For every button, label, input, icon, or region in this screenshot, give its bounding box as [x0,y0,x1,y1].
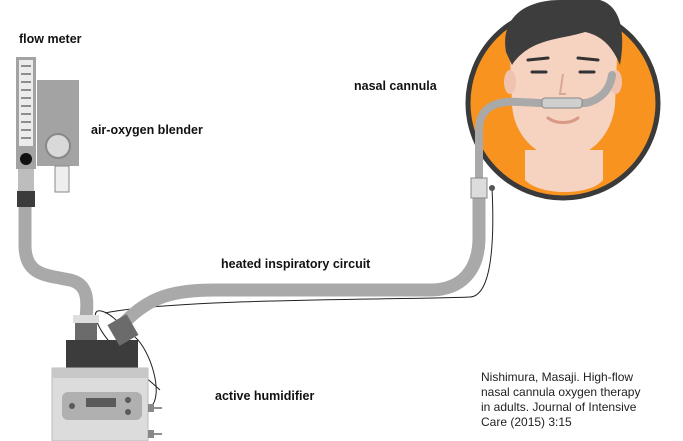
humidifier-port-wire [154,407,162,435]
nasal-cannula-label: nasal cannula [354,79,437,93]
humidifier-button [125,397,131,403]
humidifier-top-band [52,368,148,378]
humidifier-label: active humidifier [215,389,315,403]
humidifier-display [86,398,116,407]
supply-tube [18,198,94,325]
patient-eyebrow-left [526,56,550,62]
humidifier-button [69,403,75,409]
flow-meter-outlet [18,169,34,191]
flow-meter-knob [20,153,32,165]
flow-meter-connector [17,191,35,207]
citation-line: Nishimura, Masaji. High-flow [481,370,634,384]
patient-mouth [546,116,580,124]
humidifier-inlet-cap [73,315,99,323]
humidifier-button [125,409,131,415]
patient-neck [525,150,603,192]
cannula-temp-probe [489,185,495,191]
flow-meter-label: flow meter [19,32,82,46]
patient-nose [558,73,566,95]
patient-hair [505,0,623,65]
blender-dial [45,133,71,159]
cannula-connector [470,177,488,199]
blender-outlet [54,165,70,193]
nasal-cannula-tube [475,71,616,182]
nasal-cannula-prongs [541,97,583,109]
citation-line: Care (2015) 3:15 [481,415,572,429]
patient-ear-left [504,70,516,94]
humidifier-inlet [75,318,97,340]
humidifier-port [148,404,154,412]
citation-line: in adults. Journal of Intensive [481,400,637,414]
citation-line: nasal cannula oxygen therapy [481,385,641,399]
inspiratory-circuit-tube [118,188,486,329]
humidifier-chamber [66,340,138,370]
flow-meter-scale [21,65,31,139]
flow-meter-tube [19,60,33,146]
heater-wire-circuit [104,187,494,314]
blender-label: air-oxygen blender [91,123,203,137]
patient-face [509,8,618,158]
inspiratory-circuit-label: heated inspiratory circuit [221,257,371,271]
citation: Nishimura, Masaji. High-flow nasal cannu… [481,370,681,430]
probe-wire [134,336,157,409]
patient-eyebrow-right [576,56,600,62]
humidifier-outlet [107,314,139,346]
humidifier-port [148,430,154,438]
